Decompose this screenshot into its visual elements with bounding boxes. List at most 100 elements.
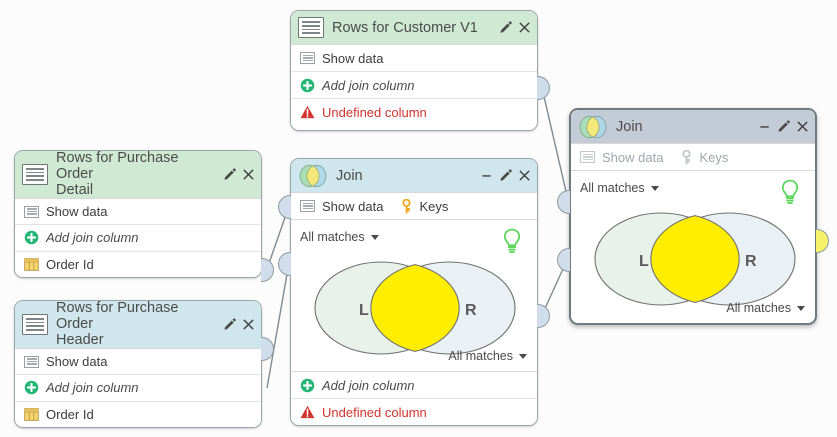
add-plus-icon — [24, 380, 39, 395]
close-icon[interactable] — [518, 169, 531, 182]
toolbar-label: Show data — [322, 198, 384, 214]
row-undefined-column[interactable]: Undefined column — [291, 98, 537, 125]
node-title: Rows for Purchase Order Header — [56, 301, 179, 349]
minimize-icon[interactable] — [480, 169, 493, 182]
input-port-left-top[interactable] — [557, 190, 570, 214]
output-port[interactable] — [816, 229, 829, 253]
row-label: Undefined column — [322, 104, 427, 120]
edit-pencil-icon[interactable] — [222, 317, 237, 332]
toolbar-label: Keys — [699, 149, 729, 165]
left-match-label: All matches — [300, 230, 365, 244]
node-title: Rows for Purchase Order Detail — [56, 151, 179, 199]
edit-pencil-icon[interactable] — [498, 168, 513, 183]
venn-right-label: R — [745, 253, 757, 270]
node-title: Join — [336, 167, 363, 184]
row-label: Add join column — [46, 380, 139, 396]
close-icon[interactable] — [242, 168, 255, 181]
node-header[interactable]: Rows for Purchase Order Header — [15, 301, 261, 348]
chevron-down-icon — [797, 305, 805, 311]
row-label: Undefined column — [322, 404, 427, 420]
row-label: Show data — [46, 354, 108, 370]
add-plus-icon — [300, 378, 315, 393]
row-undefined-column[interactable]: Undefined column — [291, 398, 537, 425]
row-show-data[interactable]: Show data — [15, 197, 261, 225]
node-header[interactable]: Join — [291, 159, 537, 192]
warning-triangle-icon — [300, 405, 315, 419]
close-icon[interactable] — [796, 120, 809, 133]
document-rows-icon — [298, 17, 324, 38]
input-port-left-top[interactable] — [278, 195, 291, 219]
input-port-left-bottom[interactable] — [278, 252, 291, 276]
venn-diagram[interactable]: L R — [593, 209, 797, 314]
right-match-label: All matches — [448, 349, 513, 363]
row-add-join-column[interactable]: Add join column — [291, 71, 537, 98]
lightbulb-icon[interactable] — [501, 228, 523, 255]
key-icon — [401, 198, 412, 214]
right-match-dropdown[interactable]: All matches — [726, 301, 805, 315]
left-match-dropdown[interactable]: All matches — [580, 181, 659, 195]
venn-left-label: L — [639, 253, 649, 270]
toolbar-show-data[interactable]: Show data — [300, 199, 383, 214]
row-label: Order Id — [46, 256, 94, 272]
lightbulb-icon[interactable] — [779, 179, 801, 206]
toolbar-show-data[interactable]: Show data — [580, 150, 663, 165]
output-port[interactable] — [261, 258, 274, 282]
node-header[interactable]: Rows for Customer V1 — [291, 11, 537, 44]
row-label: Add join column — [46, 230, 139, 246]
right-match-dropdown[interactable]: All matches — [448, 349, 527, 363]
row-add-join-column[interactable]: Add join column — [15, 374, 261, 401]
venn-right-label: R — [465, 302, 477, 319]
venn-diagram[interactable]: L R — [313, 258, 517, 363]
input-port-left-bottom[interactable] — [557, 248, 570, 272]
add-plus-icon — [24, 230, 39, 245]
row-order-id[interactable]: Order Id — [15, 250, 261, 277]
warning-triangle-icon — [300, 105, 315, 119]
row-label: Show data — [322, 50, 384, 66]
node-rows-for-purchase-order-header[interactable]: Rows for Purchase Order Header Show data — [14, 300, 274, 428]
join-toolbar: Show data Keys — [291, 192, 537, 219]
row-order-id[interactable]: Order Id — [15, 400, 261, 427]
left-match-dropdown[interactable]: All matches — [300, 230, 379, 244]
chevron-down-icon — [650, 185, 659, 191]
node-title: Rows for Customer V1 — [332, 19, 478, 36]
row-add-join-column[interactable]: Add join column — [291, 371, 537, 398]
output-port[interactable] — [261, 337, 274, 361]
document-rows-icon — [22, 313, 48, 335]
show-data-icon — [300, 200, 315, 212]
node-header[interactable]: Join — [571, 110, 815, 143]
left-match-label: All matches — [580, 181, 645, 195]
minimize-icon[interactable] — [758, 120, 771, 133]
edit-pencil-icon[interactable] — [222, 167, 237, 182]
node-header[interactable]: Rows for Purchase Order Detail — [15, 151, 261, 198]
join-toolbar: Show data Keys — [571, 143, 815, 170]
venn-join-icon — [578, 115, 608, 139]
join-venn-area: All matches L R — [571, 170, 815, 323]
node-join-right[interactable]: Join Sho — [557, 108, 829, 325]
close-icon[interactable] — [242, 318, 255, 331]
show-data-icon — [300, 52, 315, 64]
edit-pencil-icon[interactable] — [776, 119, 791, 134]
row-add-join-column[interactable]: Add join column — [15, 224, 261, 251]
edit-pencil-icon[interactable] — [498, 20, 513, 35]
document-rows-icon — [22, 163, 48, 185]
node-title: Join — [616, 118, 643, 135]
key-icon — [681, 149, 692, 165]
toolbar-label: Keys — [419, 198, 449, 214]
output-port[interactable] — [537, 76, 550, 100]
chevron-down-icon — [519, 353, 527, 359]
row-show-data[interactable]: Show data — [15, 347, 261, 375]
toolbar-keys[interactable]: Keys — [681, 149, 729, 165]
chevron-down-icon — [370, 234, 379, 240]
table-column-icon — [24, 257, 39, 271]
output-port[interactable] — [537, 304, 550, 328]
node-rows-for-purchase-order-detail[interactable]: Rows for Purchase Order Detail Show data — [14, 150, 274, 282]
close-icon[interactable] — [518, 21, 531, 34]
row-show-data[interactable]: Show data — [291, 44, 537, 71]
toolbar-keys[interactable]: Keys — [401, 198, 449, 214]
venn-left-label: L — [359, 302, 369, 319]
node-join-center[interactable]: Join Sho — [278, 158, 550, 426]
node-rows-for-customer-v1[interactable]: Rows for Customer V1 Show data — [290, 10, 550, 131]
table-column-icon — [24, 407, 39, 421]
row-label: Show data — [46, 204, 108, 220]
